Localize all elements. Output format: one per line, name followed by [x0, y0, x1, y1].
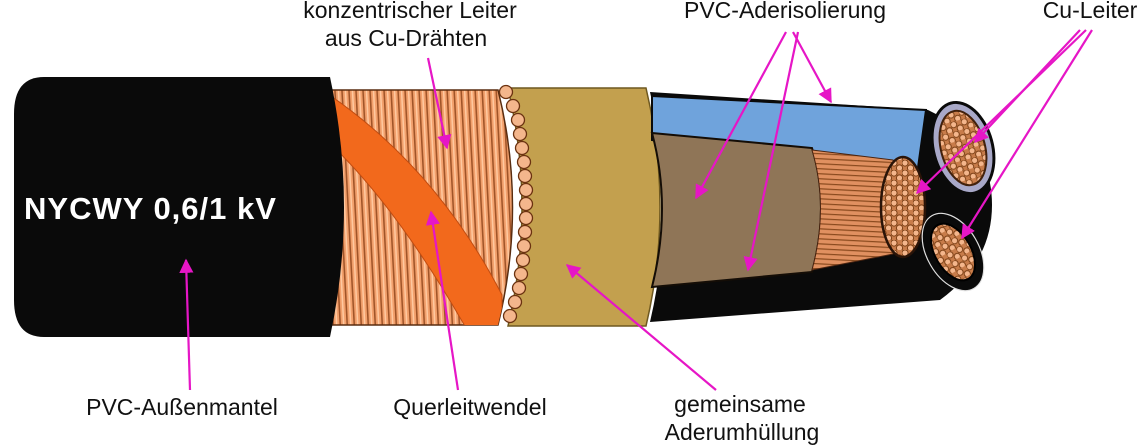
outer-sheath-body: [14, 77, 344, 337]
arrow-querleitwendel: [425, 210, 460, 391]
arrow-pvc-aussenmantel: [179, 258, 194, 391]
core-brown-end-face: [879, 155, 927, 259]
label-common-covering-line1: gemeinsame: [674, 391, 806, 417]
label-cu-conductor: Cu-Leiter: [1043, 0, 1138, 23]
label-common-covering-line2: Aderumhüllung: [665, 419, 820, 445]
label-pvc-core-insulation: PVC-Aderisolierung: [684, 0, 886, 23]
arrow-pvc-aderisolierung-3: [743, 31, 800, 272]
cable-marking: NYCWY 0,6/1 kV: [24, 191, 277, 226]
querleitwendel-band: [330, 90, 503, 325]
arrow-konzentrischer-leiter: [426, 57, 452, 150]
outer-sheath: NYCWY 0,6/1 kV: [14, 77, 344, 337]
arrow-gemeinsame-aderumhuellung: [565, 264, 717, 391]
arrow-cu-leiter-2: [915, 29, 1087, 194]
cores: [650, 92, 996, 322]
callout-arrows: [179, 29, 1093, 391]
label-transverse-helix: Querleitwendel: [393, 394, 546, 420]
label-concentric-conductor-line2: aus Cu-Drähten: [325, 25, 487, 51]
arrow-pvc-aderisolierung-1: [792, 31, 832, 104]
labels: konzentrischer Leiter aus Cu-Drähten PVC…: [86, 0, 1138, 445]
concentric-conductor-layer: [329, 89, 514, 326]
concentric-wire-ends: [498, 84, 534, 324]
arrow-pvc-aderisolierung-2: [695, 31, 787, 200]
label-pvc-outer-sheath: PVC-Außenmantel: [86, 394, 278, 420]
arrow-cu-leiter-3: [961, 29, 1093, 240]
core-brown-body: [650, 131, 822, 289]
label-concentric-conductor-line1: konzentrischer Leiter: [303, 0, 517, 23]
